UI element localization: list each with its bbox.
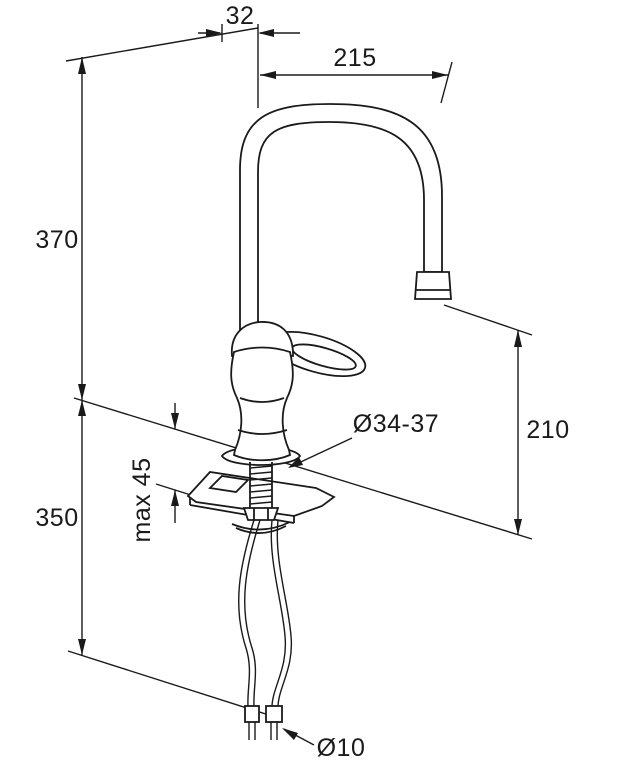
handle-cap-dome [231, 321, 294, 357]
extension-deck-oblique [73, 397, 533, 540]
dim-label-max45: max 45 [128, 458, 156, 543]
faucet-illustration [186, 103, 452, 740]
fixing-nut [242, 507, 280, 521]
hose-right-inner [270, 519, 287, 707]
body-seam-upper [239, 397, 285, 403]
washer-curve-lower [235, 525, 287, 534]
dimension-arrowheads [78, 29, 522, 740]
mixer-body [230, 346, 294, 462]
arrow-32-right [258, 29, 274, 37]
arrow-370-top [78, 57, 86, 74]
washer-curve-upper [231, 521, 291, 531]
extension-lines [65, 24, 533, 717]
arrow-370-bottom [78, 384, 86, 400]
extension-outlet-oblique [443, 304, 533, 336]
arrow-350-top [78, 400, 86, 416]
body-seam-lower [237, 429, 288, 435]
hose-right-fitting [265, 705, 283, 723]
dim-label-215: 215 [333, 44, 376, 72]
arrow-215-left [260, 71, 276, 79]
hose-left-outer [238, 519, 255, 707]
extension-215-right [440, 61, 453, 104]
hose-left-inner [244, 519, 261, 707]
arrow-32-left [206, 29, 222, 37]
dim-label-370: 370 [35, 226, 78, 254]
bracket-slot [208, 475, 250, 493]
arrow-210-bottom [514, 519, 522, 535]
bracket-bottom-edge [189, 504, 295, 524]
spout-gooseneck [239, 103, 443, 341]
arrow-hole-leader [288, 457, 303, 468]
arrow-350-bottom [78, 639, 86, 655]
dim-label-hose-diameter: Ø10 [317, 734, 366, 762]
hose-right-outer [276, 519, 293, 707]
dim-label-350: 350 [35, 504, 78, 532]
arrow-max45-top [171, 413, 179, 429]
arrow-210-top [514, 330, 522, 347]
dim-label-32: 32 [226, 2, 255, 30]
threaded-shank [249, 462, 273, 508]
arrow-215-right [432, 71, 448, 79]
mounting-bracket [186, 471, 336, 517]
arrow-hose-leader [282, 728, 298, 740]
dim-label-hole-diameter: Ø34-37 [353, 410, 439, 438]
dim-label-210: 210 [526, 416, 569, 444]
thread-hatching [249, 465, 273, 505]
arrow-max45-bottom [171, 490, 179, 506]
dimension-lines [81, 32, 519, 746]
extension-bottom-oblique [67, 650, 273, 717]
hose-left-fitting [244, 705, 260, 723]
extension-top-oblique [65, 27, 259, 62]
dimension-labels: 32 215 370 350 210 max 45 Ø34-37 Ø10 [35, 2, 569, 762]
spout-outlet-aerator [414, 271, 452, 300]
supply-hoses [238, 519, 293, 740]
